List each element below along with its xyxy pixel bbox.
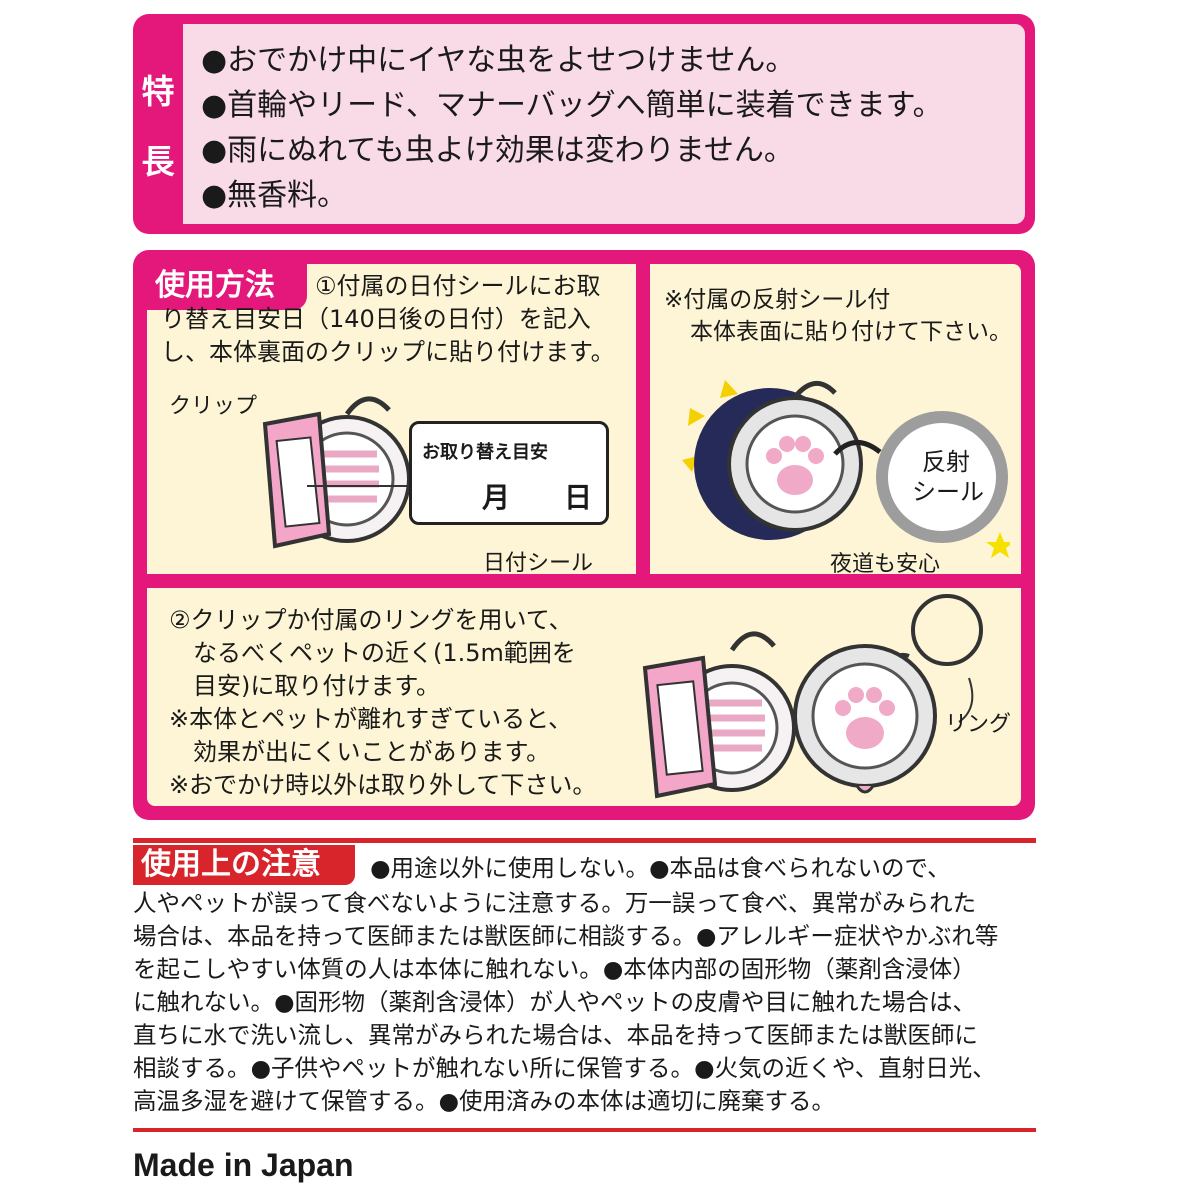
caution-line: ●用途以外に使用しない。●本品は食べられないので、 xyxy=(370,854,951,882)
step2-line: 目安)に取り付けます。 xyxy=(193,672,440,700)
ring-label: リング xyxy=(945,712,1012,737)
usage-reflect-panel: ※付属の反射シール付 本体表面に貼り付けて下さい。 反射 シール 夜道も安心 xyxy=(650,264,1021,577)
features-box: 特 長 ●おでかけ中にイヤな虫をよせつけません。 ●首輪やリード、マナーバッグへ… xyxy=(133,14,1035,234)
feature-item: ●首輪やリード、マナーバッグへ簡単に装着できます。 xyxy=(201,88,943,123)
clip-label: クリップ xyxy=(169,394,258,419)
caution-bottom-rule xyxy=(133,1128,1036,1132)
date-sticker-caption: 日付シール xyxy=(483,551,594,576)
caution-top-rule xyxy=(133,838,1036,843)
features-list: ●おでかけ中にイヤな虫をよせつけません。 ●首輪やリード、マナーバッグへ簡単に装… xyxy=(183,24,1025,224)
caution-title: 使用上の注意 xyxy=(133,845,355,885)
caution-line: 高温多湿を避けて保管する。●使用済みの本体は適切に廃棄する。 xyxy=(133,1087,836,1115)
reflect-device-illustration xyxy=(682,380,1010,558)
step2-line: ②クリップか付属のリングを用いて、 xyxy=(169,606,573,634)
caution-line: 場合は、本品を持って医師または獣医師に相談する。●アレルギー症状やかぶれ等 xyxy=(133,922,999,950)
date-sticker: お取り替え目安 月 日 xyxy=(409,421,609,525)
step2-line: ※おでかけ時以外は取り外して下さい。 xyxy=(169,771,597,799)
usage-box: 使用方法 ①付属の日付シールにお取 り替え目安日（140日後の日付）を記入 し、… xyxy=(133,250,1035,820)
features-label: 特 長 xyxy=(133,14,183,234)
features-label-char-2: 長 xyxy=(141,142,175,181)
step2-line: ※本体とペットが離れすぎていると、 xyxy=(169,705,573,733)
features-label-char-1: 特 xyxy=(141,72,175,111)
feature-item: ●雨にぬれても虫よけ効果は変わりません。 xyxy=(201,133,794,168)
night-note: 夜道も安心 xyxy=(830,552,941,577)
step1-line: し、本体裏面のクリップに貼り付けます。 xyxy=(161,338,615,366)
caution-line: 人やペットが誤って食べないように注意する。万一誤って食べ、異常がみられた xyxy=(133,889,977,917)
step2-line: 効果が出にくいことがあります。 xyxy=(193,738,551,766)
date-sticker-heading: お取り替え目安 xyxy=(422,442,548,463)
step2-line: なるべくペットの近く(1.5m範囲を xyxy=(193,639,576,667)
clip-ring-illustration xyxy=(642,594,983,799)
made-in-label: Made in Japan xyxy=(133,1147,354,1183)
reflect-note-line: ※付属の反射シール付 xyxy=(664,287,891,313)
feature-item: ●無香料。 xyxy=(201,178,348,213)
usage-title: 使用方法 xyxy=(147,264,307,310)
date-sticker-day: 日 xyxy=(564,481,593,514)
step1-line: り替え目安日（140日後の日付）を記入 xyxy=(161,305,591,333)
clip-device-illustration xyxy=(262,396,422,549)
date-sticker-month: 月 xyxy=(482,481,511,514)
caution-line: を起こしやすい体質の人は本体に触れない。●本体内部の固形物（薬剤含浸体） xyxy=(133,955,976,983)
feature-item: ●おでかけ中にイヤな虫をよせつけません。 xyxy=(201,43,796,78)
caution-line: 直ちに水で洗い流し、異常がみられた場合は、本品を持って医師または獣医師に xyxy=(133,1021,978,1049)
step1-line: ①付属の日付シールにお取 xyxy=(315,272,601,300)
reflect-label-line: シール xyxy=(912,478,984,506)
caution-line: 相談する。●子供やペットが触れない所に保管する。●火気の近くや、直射日光、 xyxy=(133,1054,996,1082)
reflect-label-line: 反射 xyxy=(922,448,970,476)
usage-step1-panel: 使用方法 ①付属の日付シールにお取 り替え目安日（140日後の日付）を記入 し、… xyxy=(147,264,636,576)
caution-line: に触れない。●固形物（薬剤含浸体）が人やペットの皮膚や目に触れた場合は、 xyxy=(133,988,977,1016)
usage-step2-panel: ②クリップか付属のリングを用いて、 なるべくペットの近く(1.5m範囲を 目安)… xyxy=(147,588,1021,806)
reflect-note-line: 本体表面に貼り付けて下さい。 xyxy=(690,319,1012,345)
